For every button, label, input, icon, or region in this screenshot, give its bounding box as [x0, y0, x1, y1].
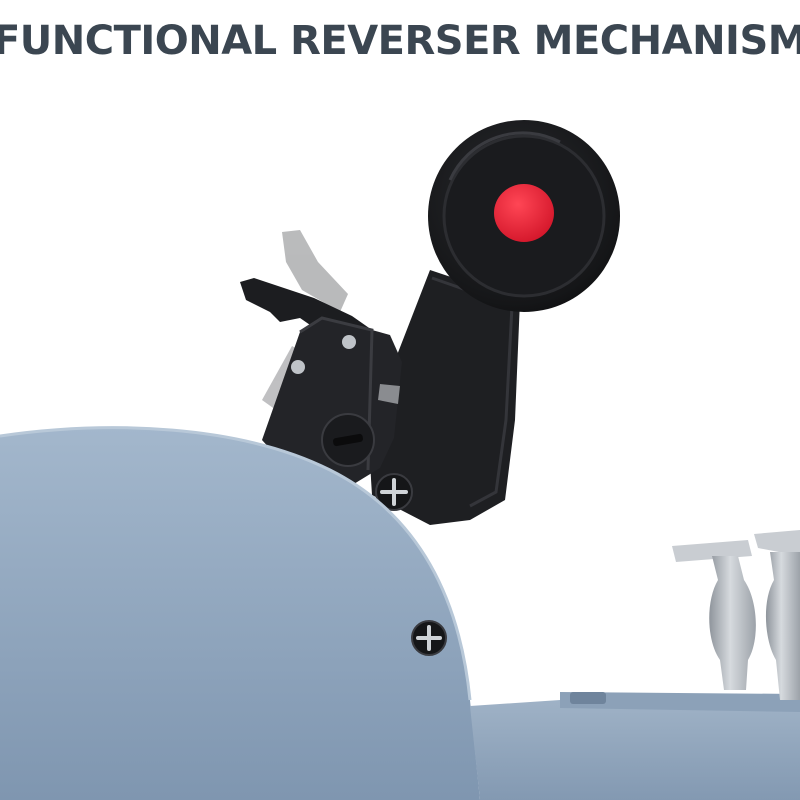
base-hood: [0, 427, 480, 800]
pin-hole-1: [342, 335, 356, 349]
silver-lever-2: [754, 530, 800, 700]
phillips-screw-base: [411, 620, 447, 656]
pin-hole-2: [291, 360, 305, 374]
lever-arm: [368, 270, 520, 525]
red-button: [494, 184, 554, 242]
headline: FUNCTIONAL REVERSER MECHANISM: [0, 18, 800, 64]
phillips-screw-lever: [375, 473, 413, 511]
silver-lever-1: [672, 540, 756, 690]
base-deck: [470, 700, 800, 800]
slotted-screw: [321, 413, 375, 467]
